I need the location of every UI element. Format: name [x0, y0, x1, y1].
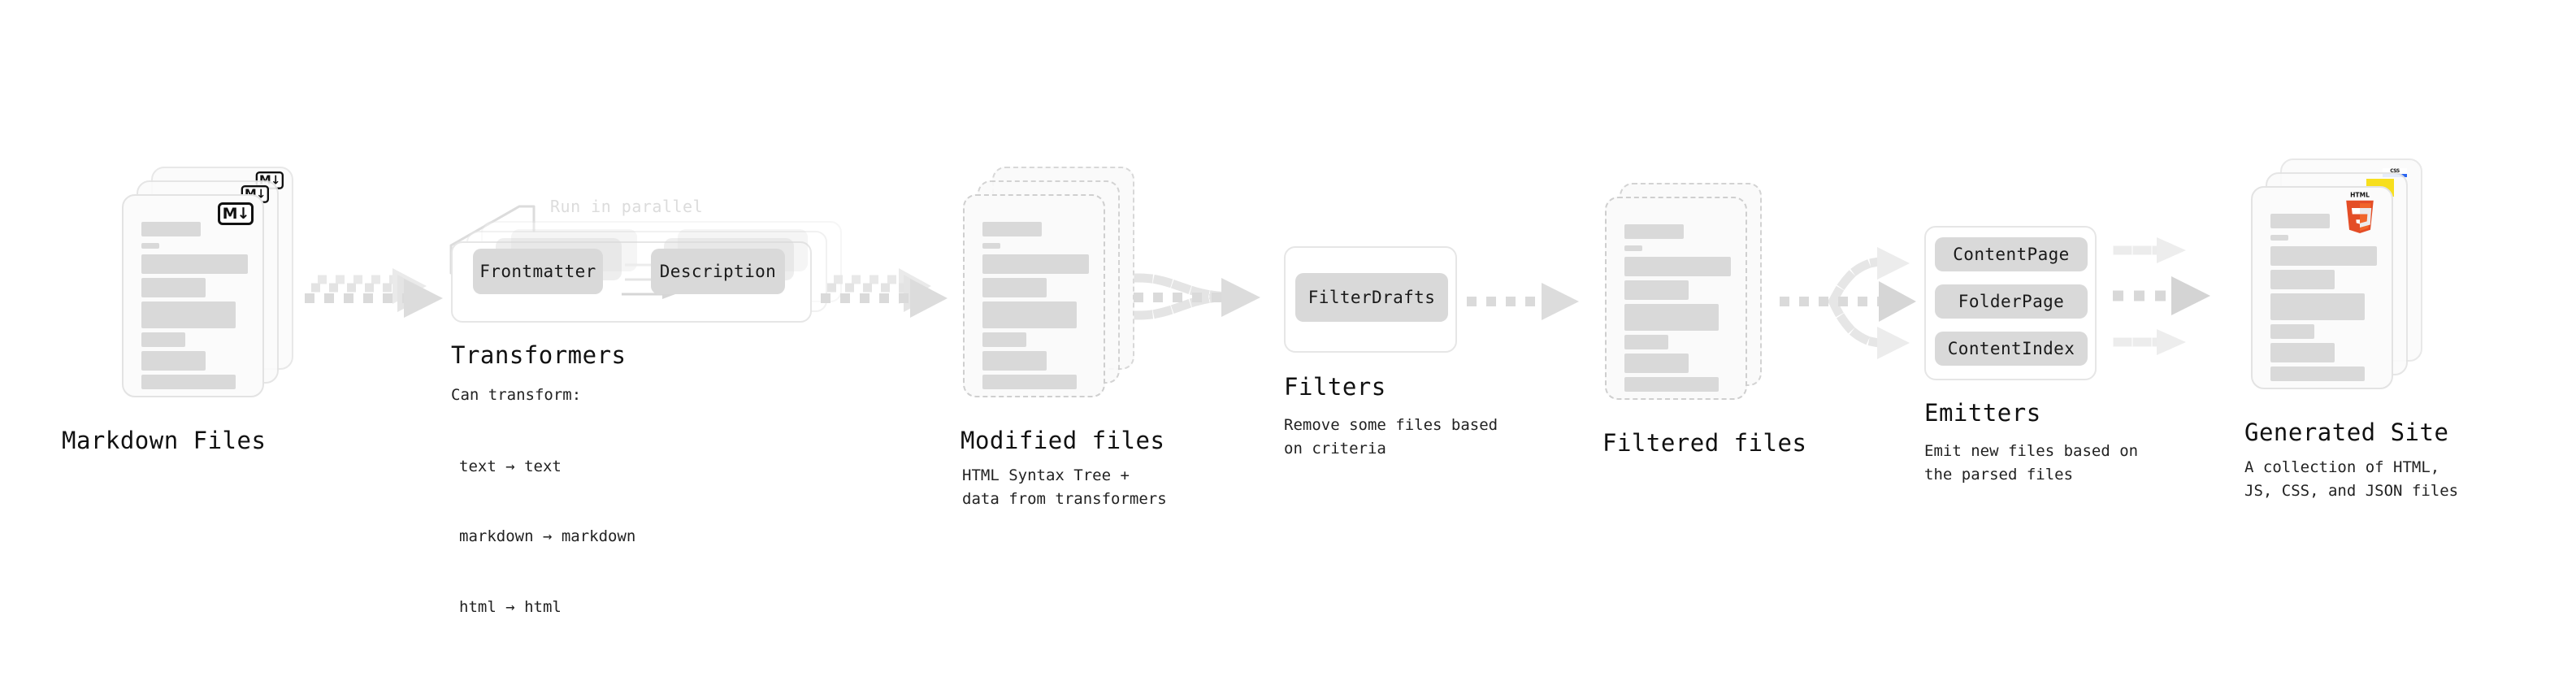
stage-heading: Transformers: [451, 341, 627, 369]
skeleton-block: [2270, 324, 2314, 339]
skeleton-subtitle: [141, 243, 159, 249]
skeleton-block: [982, 278, 1047, 297]
emitter-pill-contentpage[interactable]: ContentPage: [1935, 237, 2088, 271]
skeleton-block: [141, 278, 206, 297]
skeleton-block: [2270, 343, 2335, 362]
stage-heading: Generated Site: [2244, 419, 2449, 446]
generated-site-stack: CSS HTML: [2251, 158, 2426, 389]
list-item: html → html: [459, 598, 562, 616]
skeleton-block: [982, 351, 1047, 371]
stage-subtext: HTML Syntax Tree + data from transformer…: [962, 466, 1167, 508]
stage-modified-files: Modified files HTML Syntax Tree + data f…: [961, 167, 1167, 508]
stage-subtext: Emit new files based on the parsed files: [1924, 442, 2139, 484]
list-item: markdown → markdown: [459, 527, 636, 546]
skeleton-block: [141, 301, 236, 328]
skeleton-block: [2270, 246, 2377, 266]
filter-pill-filterdrafts[interactable]: FilterDrafts: [1295, 273, 1448, 322]
markdown-icon: M↓: [218, 202, 254, 225]
file-card-front: [1605, 197, 1747, 400]
html5-icon: HTML: [2346, 192, 2374, 233]
skeleton-block: [2270, 293, 2365, 320]
skeleton-block: [2270, 270, 2335, 289]
connector-filters-to-filtered: [1467, 283, 1579, 320]
stage-subtext: Remove some files based on criteria: [1284, 416, 1498, 458]
skeleton-block: [1624, 335, 1668, 349]
connector-markdown-to-transformers: [305, 268, 443, 318]
skeleton-block: [1624, 257, 1731, 276]
connector-filtered-to-emitters: [1780, 247, 1916, 359]
skeleton-block: [1624, 354, 1689, 373]
connector-transformers-to-modified: [821, 268, 948, 318]
modified-file-stack: [963, 167, 1138, 397]
transformer-pill-frontmatter[interactable]: Frontmatter: [473, 249, 603, 294]
skeleton-subtitle: [1624, 245, 1642, 251]
skeleton-block: [982, 375, 1077, 389]
skeleton-block: [982, 301, 1077, 328]
stage-filtered-files: Filtered files: [1602, 183, 1806, 457]
filtered-file-stack: [1605, 183, 1780, 400]
stage-heading: Modified files: [961, 427, 1165, 454]
skeleton-block: [982, 332, 1026, 347]
svg-text:HTML: HTML: [2350, 192, 2370, 199]
connector-emitters-to-site: [2113, 237, 2210, 355]
skeleton-title: [982, 222, 1042, 236]
stage-heading: Emitters: [1924, 399, 2041, 427]
stage-heading: Markdown Files: [62, 427, 267, 454]
stage-subtext: A collection of HTML, JS, CSS, and JSON …: [2244, 458, 2459, 500]
file-card-front: [122, 194, 264, 397]
skeleton-subtitle: [2270, 235, 2288, 241]
parallel-label: Run in parallel: [550, 197, 704, 216]
skeleton-block: [141, 254, 248, 274]
stage-generated-site: CSS HTML Generated Site A: [2244, 158, 2458, 500]
skeleton-title: [1624, 224, 1684, 239]
file-card-html: [2251, 186, 2393, 389]
transform-list: text → text markdown → markdown html → h…: [459, 408, 635, 666]
markdown-file-stack: M↓ M↓ M↓: [122, 167, 297, 397]
stage-heading: Filtered files: [1602, 429, 1807, 457]
skeleton-subtitle: [982, 243, 1000, 249]
skeleton-block: [141, 351, 206, 371]
connector-modified-to-filters: [1134, 273, 1260, 320]
skeleton-title: [2270, 214, 2330, 228]
stage-markdown-files: M↓ M↓ M↓ Markdown Files: [62, 167, 297, 454]
skeleton-block: [2270, 367, 2365, 381]
skeleton-block: [141, 375, 236, 389]
stage-subtext: Can transform:: [451, 386, 582, 404]
skeleton-block: [1624, 377, 1719, 392]
skeleton-block: [141, 332, 185, 347]
file-card-front: [963, 194, 1105, 397]
skeleton-block: [1624, 280, 1689, 300]
transformer-pill-description[interactable]: Description: [651, 249, 785, 294]
list-item: text → text: [459, 457, 562, 475]
skeleton-title: [141, 222, 201, 236]
skeleton-block: [982, 254, 1089, 274]
skeleton-block: [1624, 304, 1719, 331]
stage-heading: Filters: [1284, 373, 1386, 401]
emitter-pill-folderpage[interactable]: FolderPage: [1935, 284, 2088, 319]
emitter-pill-contentindex[interactable]: ContentIndex: [1935, 332, 2088, 366]
